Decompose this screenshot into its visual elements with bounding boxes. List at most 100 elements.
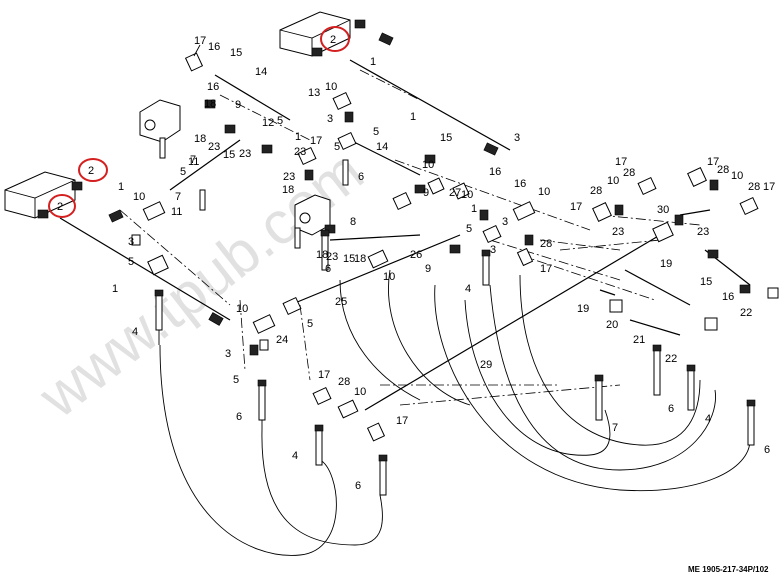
callout-4: 4 [465,283,471,295]
callout-5: 5 [180,166,186,178]
callout-11: 11 [171,206,182,218]
callout-18: 18 [282,184,294,196]
callout-11: 11 [188,156,199,168]
callout-28: 28 [717,164,729,176]
callout-28: 28 [540,238,552,250]
callout-23: 23 [239,148,251,160]
callout-5: 5 [466,223,472,235]
callout-3: 3 [327,113,333,125]
callout-15: 15 [230,47,242,59]
callout-6: 6 [236,411,242,423]
callout-1: 1 [471,203,477,215]
callout-29: 29 [480,359,492,371]
callout-10: 10 [236,303,248,315]
callout-7: 7 [612,422,618,434]
highlight-label: 2 [88,165,94,177]
callout-21: 21 [633,334,645,346]
callout-1: 1 [410,111,416,123]
callout-28: 28 [338,376,350,388]
watermark-text: www.tpub.com [26,137,375,431]
callout-28: 28 [590,185,602,197]
callout-14: 14 [255,66,267,78]
callout-15: 15 [223,149,235,161]
callout-23: 23 [697,226,709,238]
callout-16: 16 [208,41,220,53]
callout-3: 3 [225,348,231,360]
callout-23: 23 [326,251,338,263]
callout-22: 22 [665,353,677,365]
callout-19: 19 [577,303,589,315]
callout-3: 3 [128,236,134,248]
flexible-hoses [159,269,751,556]
callout-17: 17 [540,263,552,275]
callout-18: 18 [354,253,366,265]
callout-27: 27 [449,187,461,199]
callout-9: 9 [423,187,429,199]
callout-16: 16 [207,81,219,93]
figure-reference: ME 1905-217-34P/102 [688,565,769,574]
callout-16: 16 [722,291,734,303]
callout-17: 17 [707,156,719,168]
callout-5: 5 [307,318,313,330]
callout-15: 15 [700,276,712,288]
callout-23: 23 [612,226,624,238]
callout-1: 1 [370,56,376,68]
callout-17: 17 [615,156,627,168]
callout-15: 15 [440,132,452,144]
callout-5: 5 [277,115,283,127]
callout-20: 20 [606,319,618,331]
callout-10: 10 [461,189,473,201]
valve-block-upper [139,99,181,143]
callout-30: 30 [657,204,669,216]
callout-5: 5 [334,141,340,153]
callout-10: 10 [607,175,619,187]
callout-23: 23 [208,141,220,153]
callout-3: 3 [490,244,496,256]
callout-16: 16 [489,166,501,178]
highlight-label: 2 [57,201,63,213]
valve-block-middle [294,194,331,236]
callout-9: 9 [235,99,241,111]
callout-10: 10 [354,386,366,398]
callout-17: 17 [194,35,206,47]
callout-6: 6 [325,263,331,275]
callout-10: 10 [538,186,550,198]
callout-17: 17 [396,415,408,427]
callout-4: 4 [292,450,298,462]
callout-18: 18 [316,249,328,261]
callout-18: 18 [204,98,216,110]
callout-3: 3 [502,216,508,228]
fittings [131,52,779,442]
callout-10: 10 [325,81,337,93]
callout-7: 7 [175,191,181,203]
callout-10: 10 [422,159,434,171]
callout-17: 17 [318,369,330,381]
manifold-block-top [279,11,351,57]
callout-1: 1 [295,131,301,143]
callout-12: 12 [262,117,274,129]
callout-23: 23 [294,146,306,158]
callout-8: 8 [350,216,356,228]
callout-25: 25 [335,296,347,308]
callout-6: 6 [355,480,361,492]
callout-10: 10 [731,170,743,182]
callout-14: 14 [376,141,388,153]
highlight-label: 2 [330,34,336,46]
callout-5: 5 [373,126,379,138]
callout-23: 23 [283,171,295,183]
callout-4: 4 [705,413,711,425]
callout-22: 22 [740,307,752,319]
callout-6: 6 [668,403,674,415]
callout-4: 4 [132,326,138,338]
callout-10: 10 [133,191,145,203]
callout-28: 28 [623,167,635,179]
callout-28: 28 [748,181,760,193]
callout-3: 3 [514,132,520,144]
callout-9: 9 [425,263,431,275]
callout-24: 24 [276,334,288,346]
callouts: 17 16 15 16 14 18 9 18 23 15 23 12 5 13 … [112,35,775,492]
highlight-item-2-mid: 2 [78,158,108,182]
center-lines [119,69,701,406]
